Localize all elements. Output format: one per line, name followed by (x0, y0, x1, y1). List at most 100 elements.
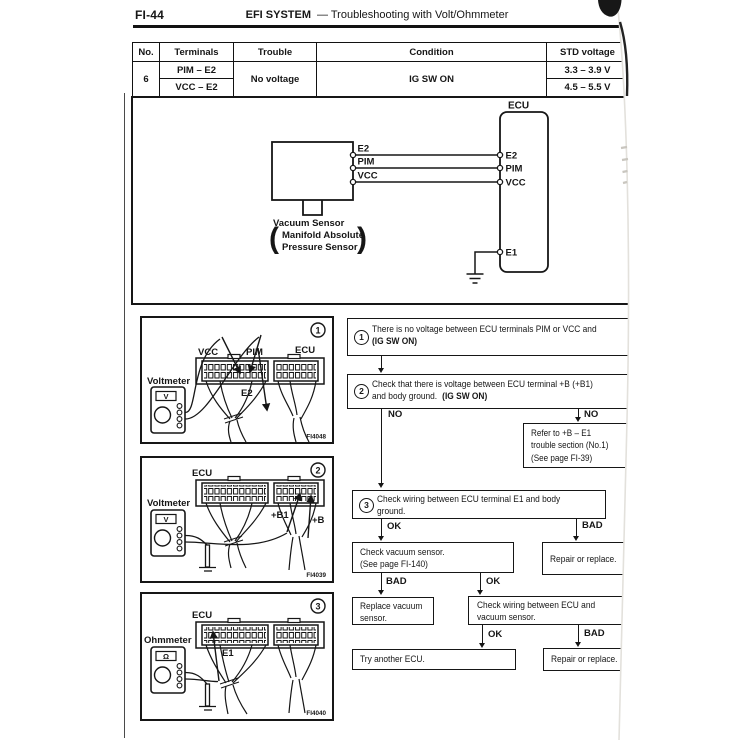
col-header-condition: Condition (317, 43, 547, 62)
ground-probe (199, 683, 216, 711)
flow-step2-text-line2: and body ground. (IG SW ON) (372, 391, 488, 401)
caption-paren-close: ) (357, 222, 367, 255)
flow-repair-box-1: Repair or replace. (542, 542, 634, 575)
meter-leads (185, 336, 260, 420)
ecu-terminal-pim: PIM (506, 164, 523, 175)
repair-text-1: Repair or replace. (550, 554, 617, 564)
caption-paren-open: ( (269, 222, 279, 255)
figure-voltmeter-plus-b: 2 ECU +B1 +B Voltmeter V (140, 456, 334, 583)
flow-step1-text: There is no voltage between ECU terminal… (372, 324, 597, 334)
meter-leads (185, 671, 219, 685)
figure-number-badge: 3 (310, 598, 326, 614)
ecu-label: ECU (192, 610, 212, 621)
cell-terminal-1: PIM – E2 (160, 62, 234, 79)
dial-label: V (163, 515, 168, 524)
meter-label: Voltmeter (147, 376, 190, 387)
branch-label-ok-3: OK (488, 629, 503, 640)
wire-harness (205, 644, 317, 715)
meter-leads (185, 532, 288, 546)
sensor-caption-line3: Pressure Sensor (282, 242, 358, 253)
flow-connector-line (578, 625, 579, 642)
figure-number-badge: 2 (310, 462, 326, 478)
refer-line3: (See page FI-39) (531, 452, 593, 463)
try-ecu-text: Try another ECU. (360, 654, 425, 664)
branch-label-bad-3: BAD (584, 628, 605, 639)
branch-label-no-right: NO (584, 409, 599, 420)
circuit-frame (131, 96, 633, 305)
ecu-terminal-vcc: VCC (506, 178, 526, 189)
test-probes (286, 492, 315, 539)
branch-label-bad-2: BAD (386, 576, 407, 587)
dial-label: V (163, 392, 168, 401)
ground-symbol (466, 273, 484, 284)
cell-condition: IG SW ON (317, 62, 547, 96)
plus-b-label: +B (312, 515, 325, 526)
sensor-caption-line1: Vacuum Sensor (273, 218, 345, 229)
check-wiring-line2: vacuum sensor. (477, 612, 536, 622)
ecu-label: ECU (295, 345, 315, 356)
ecu-box: ECU E2 PIM VCC E1 (496, 101, 549, 273)
ecu-label: ECU (192, 468, 212, 479)
ecu-terminal-e2: E2 (506, 151, 518, 162)
flow-connector-line (380, 573, 382, 590)
figure-voltmeter-vcc-pim: 1 ECU VCC PIM E2 Voltmeter V (140, 316, 334, 444)
cell-trouble: No voltage (234, 62, 317, 96)
flow-check-vacuum-box: Check vacuum sensor. (See page FI-140) (352, 542, 514, 573)
cell-terminal-2: VCC – E2 (160, 79, 234, 96)
check-wiring-line1: Check wiring between ECU and (477, 600, 596, 610)
flow-step2-box: 2 Check that there is voltage between EC… (347, 374, 639, 409)
meter-label: Ohmmeter (144, 635, 192, 646)
test-probes (209, 630, 220, 682)
step3-number-badge: 3 (359, 498, 374, 513)
flow-connector-line (380, 356, 382, 368)
circuit-wires (355, 154, 498, 274)
flow-step3-text-line2: ground. (377, 506, 406, 516)
test-probes (221, 334, 271, 412)
figure-frame (140, 592, 334, 721)
figure-ohmmeter-e1: 3 ECU E1 Ohmmeter Ω (140, 592, 334, 721)
flow-arrow (377, 483, 384, 488)
e1-label: E1 (222, 648, 234, 659)
svg-text:3: 3 (315, 601, 320, 611)
sensor-caption-line2: Manifold Absolute (282, 230, 364, 241)
flow-connector-line (380, 519, 382, 536)
troubleshooting-table: No. Terminals Trouble Condition STD volt… (132, 42, 629, 97)
flow-step3-text-line1: Check wiring between ECU terminal E1 and… (377, 494, 561, 504)
flow-connector-line (482, 625, 483, 643)
sensor-terminal-e2: E2 (358, 144, 370, 155)
figure-frame (140, 456, 334, 583)
plus-b1-label: +B1 (271, 510, 289, 521)
sensor-terminal-vcc: VCC (358, 171, 378, 182)
flow-refer-box: Refer to +B – E1 trouble section (No.1) … (523, 423, 629, 468)
col-header-voltage: STD voltage (547, 43, 628, 62)
flow-step3-box: 3 Check wiring between ECU terminal E1 a… (352, 490, 606, 519)
ecu-connector (195, 475, 325, 507)
refer-line2: trouble section (No.1) (531, 440, 609, 451)
col-header-trouble: Trouble (234, 43, 317, 62)
flow-arrow (479, 643, 486, 648)
page-title-sub: — Troubleshooting with Volt/Ohmmeter (317, 9, 509, 21)
flow-arrow (575, 642, 582, 647)
flow-arrow (377, 368, 384, 373)
voltmeter-device: V (150, 509, 186, 557)
figure-frame (140, 316, 334, 444)
flow-repair-box-2: Repair or replace. (543, 648, 635, 671)
page-number: FI-44 (135, 8, 165, 22)
flow-arrow (573, 536, 580, 541)
ohmmeter-device: Ω (150, 646, 186, 694)
figure-number-badge: 1 (310, 322, 326, 338)
flow-connector-line (576, 519, 577, 536)
sensor-terminal-pim: PIM (358, 157, 375, 168)
flow-step1-bold: (IG SW ON) (372, 336, 418, 346)
check-vacuum-line1: Check vacuum sensor. (360, 547, 445, 557)
step1-number-badge: 1 (354, 330, 369, 345)
col-header-no: No. (133, 43, 160, 62)
dial-label: Ω (163, 652, 169, 661)
refer-line1: Refer to +B – E1 (531, 428, 592, 438)
meter-label: Voltmeter (147, 498, 190, 509)
svg-text:1: 1 (315, 325, 320, 335)
ecu-connector (195, 617, 325, 649)
circuit-diagram: ECU E2 PIM VCC E1 E2 PIM VCC Vacuum Sens… (131, 96, 633, 305)
ground-probe (199, 544, 216, 572)
branch-label-no-left: NO (388, 409, 403, 420)
